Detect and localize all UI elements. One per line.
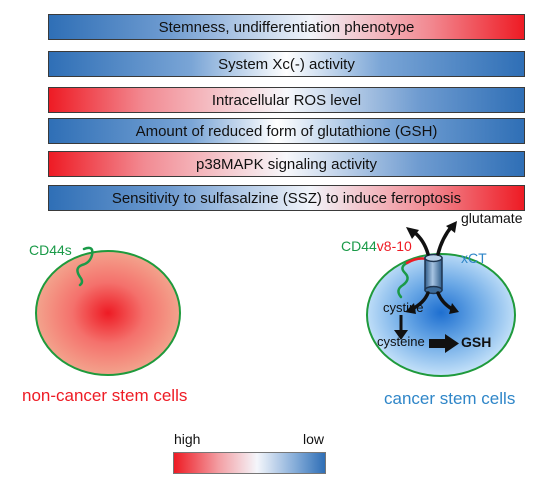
cystine-to-cysteine-arrowhead bbox=[394, 330, 408, 340]
ros-level-bar-label: Intracellular ROS level bbox=[211, 91, 362, 109]
xct-transporter-icon bbox=[424, 253, 443, 295]
ros-level-bar: Intracellular ROS level bbox=[48, 87, 525, 113]
gsh-label: GSH bbox=[461, 334, 492, 350]
non-cancer-stem-cell bbox=[35, 250, 181, 376]
stemness-bar-label: Stemness, undifferentiation phenotype bbox=[158, 18, 415, 36]
cd44v-label-suffix: v8-10 bbox=[376, 238, 412, 254]
legend-gradient-bar bbox=[173, 452, 326, 474]
p38mapk-bar-label: p38MAPK signaling activity bbox=[196, 155, 377, 173]
cd44v-label-prefix: CD44 bbox=[341, 238, 377, 254]
legend-high-label: high bbox=[174, 431, 201, 447]
cd44s-receptor-icon bbox=[76, 246, 94, 287]
cysteine-label: cysteine bbox=[377, 334, 425, 349]
ssz-sensitivity-bar: Sensitivity to sulfasalzine (SSZ) to ind… bbox=[48, 185, 525, 211]
system-xc-bar-label: System Xc(-) activity bbox=[218, 55, 355, 73]
gsh-amount-bar: Amount of reduced form of glutathione (G… bbox=[48, 118, 525, 144]
xct-label: xCT bbox=[461, 250, 487, 266]
non-cancer-stem-cells-caption: non-cancer stem cells bbox=[22, 386, 188, 405]
gsh-amount-bar-label: Amount of reduced form of glutathione (G… bbox=[135, 122, 438, 140]
cd44v-label: CD44v8-10 bbox=[341, 238, 412, 254]
cysteine-to-gsh-arrow bbox=[429, 334, 459, 353]
p38mapk-bar: p38MAPK signaling activity bbox=[48, 151, 525, 177]
stemness-bar: Stemness, undifferentiation phenotype bbox=[48, 14, 525, 40]
cd44s-label: CD44s bbox=[29, 242, 72, 258]
cystine-label: cystine bbox=[383, 300, 424, 315]
arrowheads bbox=[405, 221, 459, 314]
system-xc-bar: System Xc(-) activity bbox=[48, 51, 525, 77]
legend-low-label: low bbox=[303, 431, 325, 447]
ssz-sensitivity-bar-label: Sensitivity to sulfasalzine (SSZ) to ind… bbox=[111, 189, 462, 207]
cd44v-receptor-icon bbox=[397, 261, 409, 299]
cancer-stem-cells-caption: cancer stem cells bbox=[384, 389, 516, 408]
glutamate-label: glutamate bbox=[461, 210, 523, 226]
